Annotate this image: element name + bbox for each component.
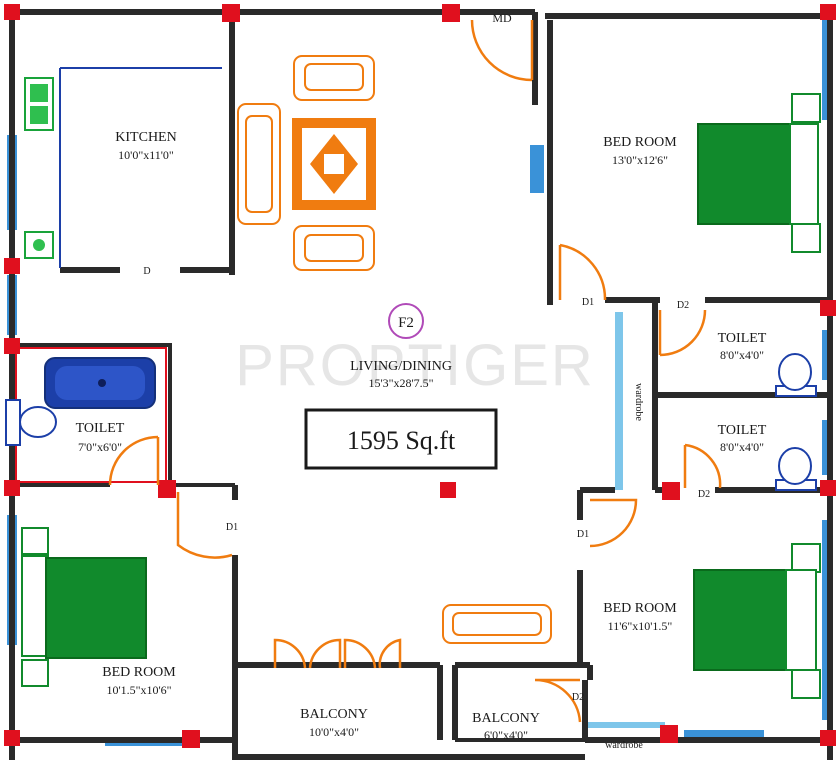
sink-basin bbox=[30, 84, 48, 102]
column bbox=[820, 730, 836, 746]
tag-balcony-door: D2 bbox=[572, 692, 584, 703]
sofa-bottom-cushion bbox=[304, 234, 364, 262]
window-bed-right-bottom-h bbox=[684, 730, 764, 738]
column bbox=[222, 4, 240, 22]
bed-bottom-right-size: 11'6"x10'1.5" bbox=[608, 619, 673, 633]
column bbox=[158, 480, 176, 498]
door-bed-left-arc bbox=[176, 492, 233, 559]
bed-top-right-icon bbox=[697, 93, 821, 253]
toilet-right-2-name: TOILET bbox=[718, 423, 767, 438]
columns bbox=[4, 4, 836, 748]
tag-kitchen-door: D bbox=[143, 266, 150, 277]
sofa-left-cushion bbox=[245, 115, 273, 213]
door-toilet-1-arc bbox=[658, 309, 707, 357]
bathtub-icon bbox=[44, 357, 156, 409]
window-mid bbox=[530, 145, 544, 193]
sink-basin bbox=[30, 106, 48, 124]
wardrobe-vertical-label: wardrobe bbox=[633, 383, 644, 421]
tag-toilet-2-door: D2 bbox=[698, 489, 710, 500]
column bbox=[4, 730, 20, 746]
sofa-lower-cushion bbox=[452, 612, 542, 636]
wc-right-1-icon bbox=[775, 353, 817, 397]
stove-burner bbox=[33, 239, 45, 251]
balcony-2-name: BALCONY bbox=[472, 711, 540, 726]
column bbox=[442, 4, 460, 22]
door-bed-top-arc bbox=[558, 243, 607, 301]
toilet-left-size: 7'0"x6'0" bbox=[78, 440, 122, 454]
living-column-marker bbox=[440, 482, 456, 498]
wardrobe-strip bbox=[615, 312, 623, 490]
bed-bottom-right-icon bbox=[693, 543, 821, 699]
column bbox=[660, 725, 678, 743]
living-size: 15'3"x28'7.5" bbox=[368, 376, 433, 390]
bed-top-right-name: BED ROOM bbox=[603, 135, 677, 150]
column bbox=[4, 4, 20, 20]
toilet-right-2-size: 8'0"x4'0" bbox=[720, 440, 764, 454]
column bbox=[4, 480, 20, 496]
column bbox=[4, 258, 20, 274]
center-table-core bbox=[324, 154, 344, 174]
balcony-1-name: BALCONY bbox=[300, 707, 368, 722]
living-name: LIVING/DINING bbox=[350, 359, 452, 374]
toilet-left-name: TOILET bbox=[76, 421, 125, 436]
tag-bed-right-door: D1 bbox=[577, 529, 589, 540]
column bbox=[820, 480, 836, 496]
toilet-right-1-size: 8'0"x4'0" bbox=[720, 348, 764, 362]
sofa-top-cushion bbox=[304, 63, 364, 91]
area-label: 1595 Sq.ft bbox=[347, 426, 456, 455]
column bbox=[820, 4, 836, 20]
column bbox=[662, 482, 680, 500]
bed-bottom-left-name: BED ROOM bbox=[102, 665, 176, 680]
bed-top-right-size: 13'0"x12'6" bbox=[612, 153, 668, 167]
kitchen-name: KITCHEN bbox=[115, 130, 176, 145]
toilet-right-1-name: TOILET bbox=[718, 331, 767, 346]
wc-left-icon bbox=[5, 399, 57, 446]
balcony-2-size: 6'0"x4'0" bbox=[484, 728, 528, 742]
wardrobe-bottom-label: wardrobe bbox=[605, 740, 643, 751]
wc-right-2-icon bbox=[775, 447, 817, 491]
living-sofa-set bbox=[237, 55, 552, 644]
balcony-french-door bbox=[273, 638, 402, 669]
bed-bottom-left-size: 10'1.5"x10'6" bbox=[106, 683, 171, 697]
door-toilet-left-arc bbox=[108, 435, 160, 486]
kitchen-size: 10'0"x11'0" bbox=[118, 148, 174, 162]
wardrobe-strip-bottom bbox=[585, 722, 665, 728]
door-toilet-2-arc bbox=[683, 443, 722, 489]
column bbox=[4, 338, 20, 354]
main-door-arc bbox=[470, 19, 534, 82]
tag-bed-left-door: D1 bbox=[226, 522, 238, 533]
tag-toilet-1-door: D2 bbox=[677, 300, 689, 311]
watermark-text: PROPTIGER bbox=[235, 333, 595, 398]
tag-bed-top-door: D1 bbox=[582, 297, 594, 308]
doors bbox=[108, 19, 722, 723]
bed-bottom-left-icon bbox=[21, 527, 147, 687]
bed-bottom-right-name: BED ROOM bbox=[603, 601, 677, 616]
door-bed-right-arc bbox=[589, 498, 638, 548]
plan-badge bbox=[388, 303, 424, 339]
walls bbox=[9, 9, 833, 760]
door-balcony-2-arc bbox=[534, 678, 582, 723]
area-box bbox=[304, 408, 498, 470]
kitchen-counter bbox=[24, 67, 222, 268]
balcony-1-size: 10'0"x4'0" bbox=[309, 725, 359, 739]
plan-label: F2 bbox=[398, 315, 414, 331]
column bbox=[182, 730, 200, 748]
column bbox=[820, 300, 836, 316]
tag-main-door: MD bbox=[492, 11, 512, 25]
